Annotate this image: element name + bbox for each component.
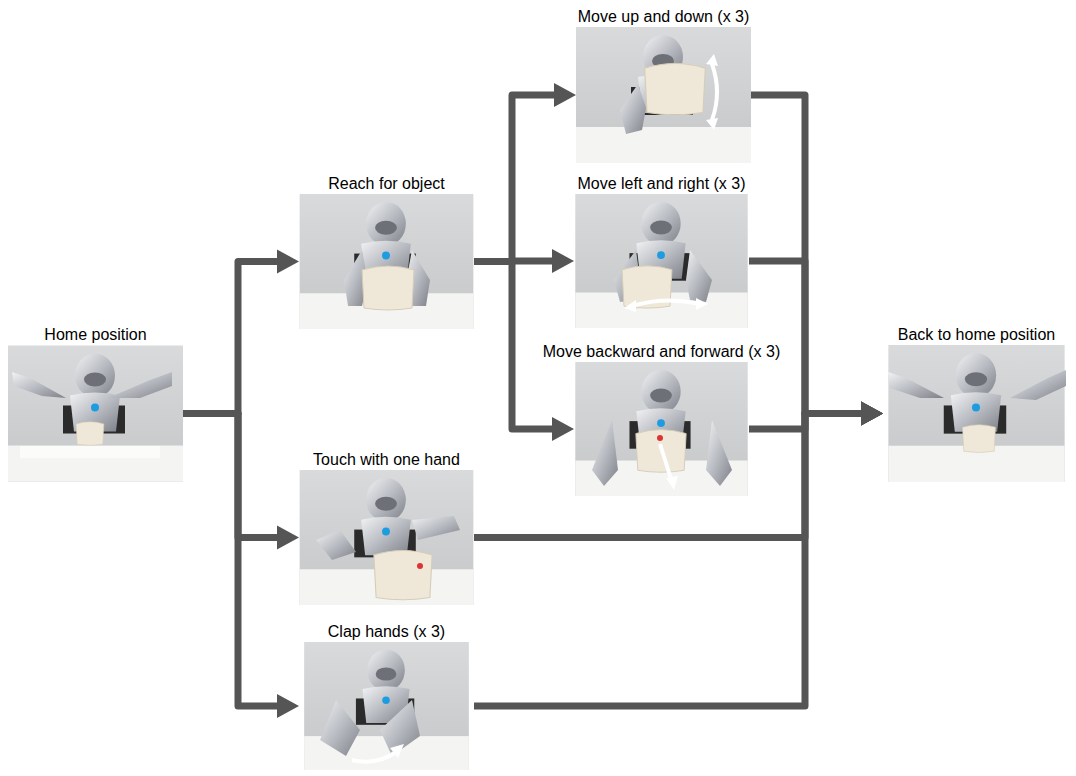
arrow-head <box>861 402 883 426</box>
arrow-head <box>277 250 299 274</box>
photo-clap <box>304 642 469 770</box>
arrow-head <box>554 83 576 107</box>
step-label: Home position <box>42 326 148 344</box>
arrow-head <box>861 402 883 426</box>
photo-back-home <box>888 345 1066 482</box>
reach-photo: Reach for object <box>299 194 474 329</box>
left-right-photo: Move left and right (x 3) <box>574 194 749 328</box>
step-label: Back to home position <box>896 326 1057 344</box>
up-down-photo: Move up and down (x 3) <box>576 27 751 163</box>
arrow-head <box>277 694 299 718</box>
step-label: Move backward and forward (x 3) <box>541 343 782 361</box>
arrow-head <box>277 526 299 550</box>
photo-reach <box>300 194 474 329</box>
flow-connector <box>183 414 281 707</box>
arrow-head <box>861 402 883 426</box>
photo-backward-forward <box>575 362 747 496</box>
step-label: Clap hands (x 3) <box>326 623 447 641</box>
flow-connector <box>474 95 558 262</box>
clap-photo: Clap hands (x 3) <box>299 642 474 770</box>
flow-connector <box>474 414 865 707</box>
arrow-head <box>552 249 574 273</box>
photo-touch <box>300 470 474 605</box>
photo-home <box>8 346 183 482</box>
photo-up-down <box>576 27 751 163</box>
flow-connector <box>749 261 865 414</box>
step-label: Move up and down (x 3) <box>576 8 752 26</box>
back-home-photo: Back to home position <box>883 345 1070 482</box>
step-label: Reach for object <box>326 175 447 193</box>
home-photo: Home position <box>8 345 183 482</box>
arrow-head <box>552 417 574 441</box>
backward-forward-photo: Move backward and forward (x 3) <box>574 362 749 496</box>
flow-connector <box>183 414 281 538</box>
photo-left-right <box>575 194 747 328</box>
arrow-head <box>861 402 883 426</box>
step-label: Move left and right (x 3) <box>575 175 747 193</box>
touch-photo: Touch with one hand <box>299 470 474 605</box>
flow-connector <box>183 262 281 414</box>
arrow-head <box>861 402 883 426</box>
step-label: Touch with one hand <box>311 451 462 469</box>
